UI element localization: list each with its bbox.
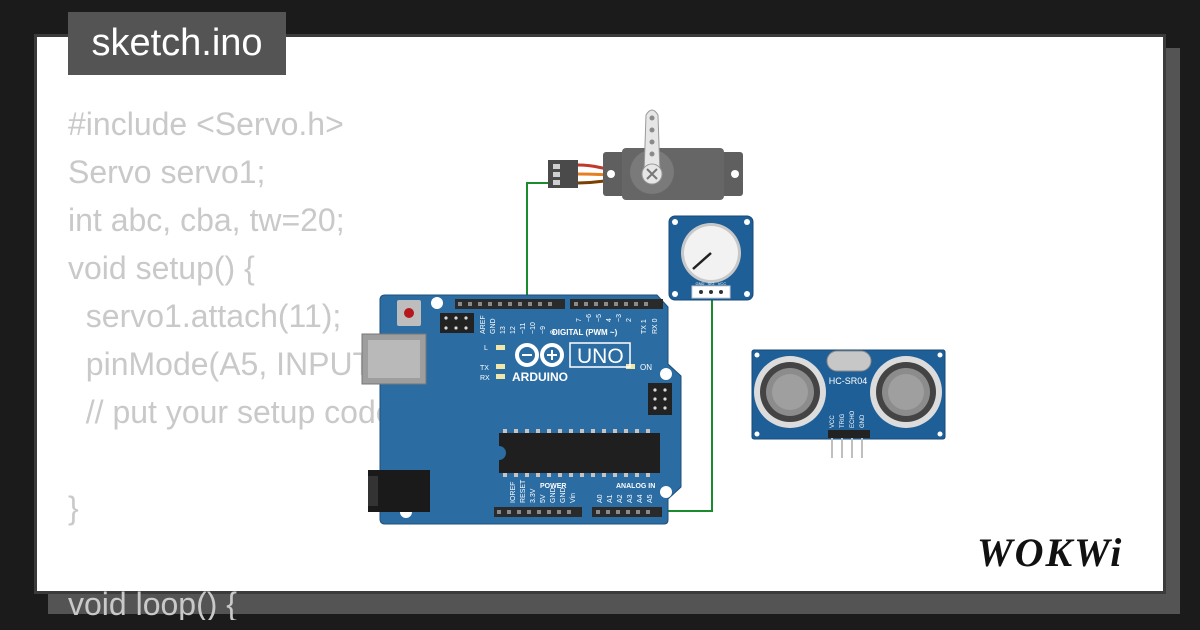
pin-label: GND <box>560 487 567 503</box>
pin-label: A0 <box>597 494 604 503</box>
pin-label: 2 <box>626 318 633 322</box>
digital-header <box>455 299 663 309</box>
digital-pin-holes <box>458 302 648 306</box>
microcontroller-chip <box>499 433 660 473</box>
pin-label: ~5 <box>596 314 603 322</box>
arduino-uno[interactable]: AREF GND 13 12 ~11 ~10 ~9 8 7 ~6 ~5 4 ~3… <box>361 294 682 525</box>
pin-label: 12 <box>510 326 517 334</box>
pin-label: TX 1 <box>641 319 648 334</box>
led-l-label: L <box>484 345 488 352</box>
pin-label: RESET <box>520 479 527 503</box>
led-tx-label: TX <box>480 365 489 372</box>
pin-label: A5 <box>647 494 654 503</box>
code-line: Servo servo1; <box>68 154 266 190</box>
arduino-infinity-icon <box>515 343 564 367</box>
analog-label: ANALOG IN <box>616 483 655 490</box>
pot-pin-sig: SIG <box>708 281 715 286</box>
pin-label: IOREF <box>510 482 517 503</box>
pot-pin-vcc: VCC <box>718 281 727 286</box>
pin-label: A3 <box>627 494 634 503</box>
pin-label: A1 <box>607 494 614 503</box>
sensor-label: HC-SR04 <box>829 376 868 386</box>
pin-label: ~10 <box>530 322 537 334</box>
pot-knob-indicator <box>692 252 712 270</box>
sensor-pin-gnd: GND <box>860 414 866 428</box>
pin-label: A2 <box>617 494 624 503</box>
code-line: int abc, cba, tw=20; <box>68 202 345 238</box>
led-tx <box>496 364 505 369</box>
led-rx <box>496 374 505 379</box>
power-jack <box>368 470 430 512</box>
pin-label: AREF <box>480 315 487 334</box>
transducer-left <box>754 356 826 428</box>
file-tab-label: sketch.ino <box>91 22 263 64</box>
wokwi-logo: WOKWi <box>977 530 1123 575</box>
wires <box>526 182 713 512</box>
code-line: #include <Servo.h> <box>68 106 344 142</box>
led-on-label: ON <box>640 363 652 372</box>
digital-label: DIGITAL (PWM ~) <box>552 328 618 337</box>
pin-label: 5V <box>540 494 547 503</box>
pin-label: A4 <box>637 494 644 503</box>
transducer-right <box>870 356 942 428</box>
pin-label: 4 <box>606 318 613 322</box>
wokwi-logo-text: WOKWi <box>977 530 1123 575</box>
arduino-logo-text: ARDUINO <box>512 370 568 384</box>
led-rx-label: RX <box>480 375 490 382</box>
ultrasonic-sensor[interactable]: HC-SR04 VCC TRIG ECHO GND <box>751 349 946 458</box>
sensor-pin-vcc: VCC <box>830 415 836 428</box>
pin-label: 13 <box>500 326 507 334</box>
file-tab[interactable]: sketch.ino <box>68 12 286 75</box>
servo-motor[interactable] <box>548 109 743 200</box>
pin-label: 7 <box>576 318 583 322</box>
pin-label: Vin <box>570 493 577 503</box>
pin-label: 8 <box>550 330 557 334</box>
pin-label: ~3 <box>616 314 623 322</box>
pot-pin-gnd: GND <box>696 281 705 286</box>
code-line: } <box>68 490 79 526</box>
pin-label: ~6 <box>586 314 593 322</box>
led-l <box>496 345 505 350</box>
pin-label: GND <box>490 318 497 334</box>
board-model: UNO <box>577 345 624 368</box>
pin-label: 3.3V <box>530 488 537 503</box>
code-line: void loop() { <box>68 586 237 620</box>
wire-servo-signal[interactable] <box>526 182 550 303</box>
code-line: servo1.attach(11); <box>68 298 342 334</box>
pin-label: ~11 <box>520 323 527 334</box>
potentiometer[interactable]: GND SIG VCC <box>668 215 754 301</box>
power-label: POWER <box>540 483 566 490</box>
sensor-pin-trig: TRIG <box>840 413 846 428</box>
pin-label: ~9 <box>540 326 547 334</box>
digital-pin-labels: AREF GND 13 12 ~11 ~10 ~9 8 7 ~6 ~5 4 ~3… <box>480 314 659 334</box>
pin-label: RX 0 <box>652 318 659 334</box>
code-line: void setup() { <box>68 250 255 286</box>
wire-pot-signal[interactable] <box>662 297 713 512</box>
pin-label: GND <box>550 487 557 503</box>
sensor-pin-echo: ECHO <box>850 410 856 428</box>
